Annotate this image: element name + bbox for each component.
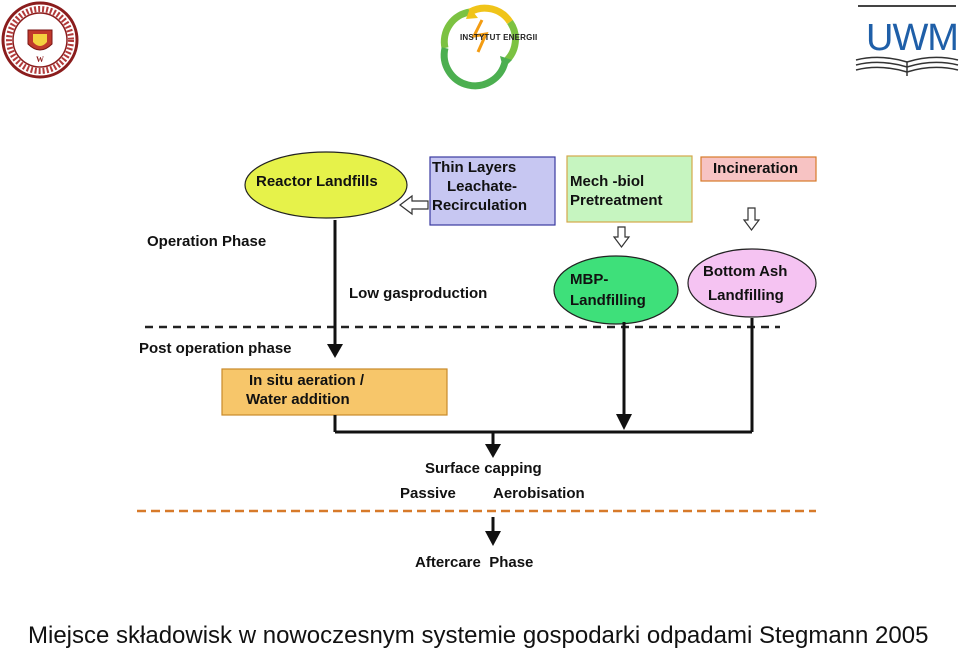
- mech-biol-line-1: Mech -biol: [570, 173, 645, 190]
- thin-layers-to-reactor-arrow: [399, 194, 429, 216]
- in-situ-line-2: Water addition: [246, 391, 350, 408]
- svg-text:UWM: UWM: [866, 17, 958, 59]
- thin-layers-line-2: Leachate-: [447, 178, 518, 195]
- mech-biol-line-2: Pretreatment: [570, 192, 663, 209]
- surface-capping-label: Surface capping: [425, 460, 542, 477]
- svg-text:W: W: [36, 55, 44, 64]
- slide-caption: Miejsce składowisk w nowoczesnym systemi…: [28, 622, 929, 649]
- low-gasproduction-label: Low gasproduction: [349, 285, 488, 302]
- reactor-landfills-label: Reactor Landfills: [256, 173, 378, 190]
- thin-layers-line-1: Thin Layers: [432, 159, 517, 176]
- incineration-label: Incineration: [713, 160, 799, 177]
- mech-biol-box: [566, 155, 693, 223]
- instytut-energii-logo: [440, 4, 519, 90]
- bottom-ash-ellipse: [687, 248, 817, 318]
- in-situ-aeration-box: [221, 368, 448, 416]
- thin-layers-line-3: Recirculation: [432, 197, 528, 214]
- incineration-to-bottom-ash-arrow: [742, 207, 761, 231]
- incineration-box: [700, 156, 817, 182]
- mbp-landfilling-ellipse: [553, 255, 679, 325]
- passive-label: Passive: [400, 485, 456, 502]
- flow-lines: [333, 220, 754, 532]
- bottom-ash-line-2: Landfilling: [708, 287, 784, 304]
- aerobisation-label: Aerobisation: [493, 485, 585, 502]
- uwm-logo: UWM: [855, 5, 959, 76]
- bottom-ash-line-1: Bottom Ash: [703, 263, 788, 280]
- instytut-energii-logo-text: INSTYTUT ENERGII: [460, 33, 538, 42]
- reactor-landfills-ellipse: [244, 151, 408, 219]
- aftercare-phase-label: Aftercare Phase: [415, 554, 534, 571]
- university-seal-logo: W: [1, 1, 79, 79]
- post-operation-phase-label: Post operation phase: [139, 340, 292, 357]
- mbp-landfilling-line-2: Landfilling: [570, 292, 646, 309]
- in-situ-line-1: In situ aeration /: [249, 372, 365, 389]
- mbp-landfilling-line-1: MBP-: [570, 271, 609, 288]
- mech-to-mbp-arrow: [612, 226, 631, 248]
- flow-arrowheads: [327, 344, 632, 546]
- thin-layers-box: [429, 156, 556, 226]
- operation-phase-label: Operation Phase: [147, 233, 267, 250]
